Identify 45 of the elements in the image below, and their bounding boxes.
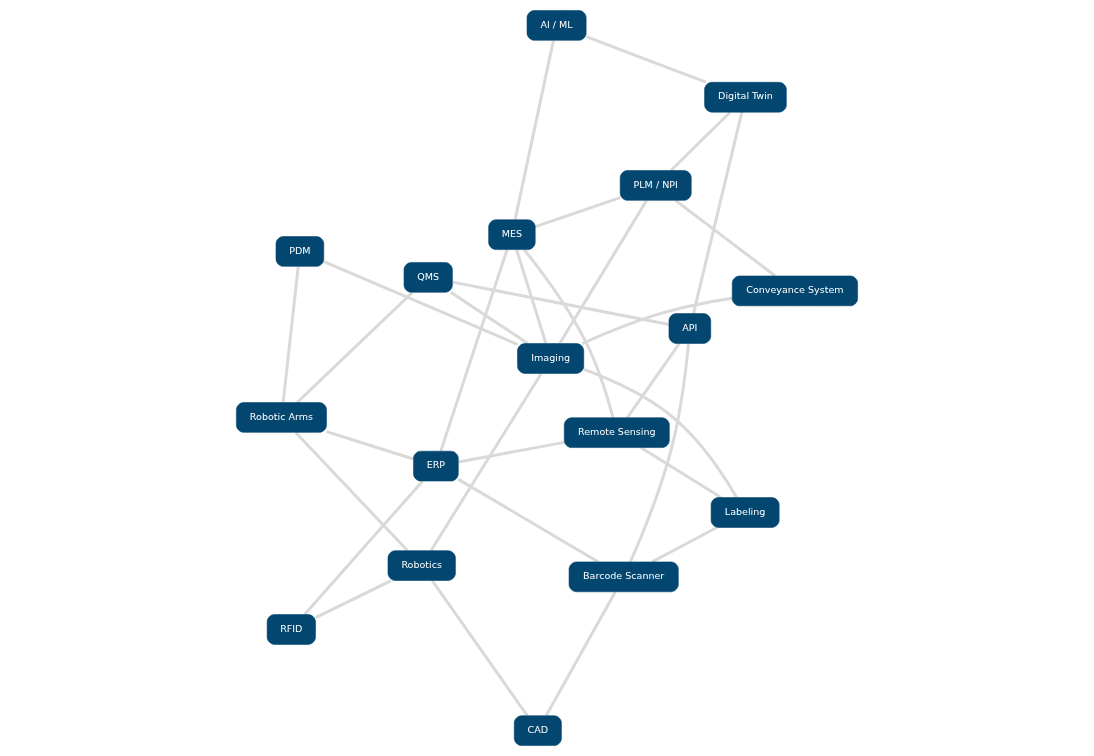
connector xyxy=(323,260,518,346)
connector xyxy=(452,280,670,326)
node-box: PLM / NPI xyxy=(619,170,692,201)
node-box: Barcode Scanner xyxy=(568,561,679,593)
node-box: Conveyance System xyxy=(731,275,858,307)
node-box: ERP xyxy=(413,450,459,482)
connector xyxy=(429,372,543,552)
node-box: Labeling xyxy=(710,497,780,528)
connector xyxy=(523,248,615,419)
connector xyxy=(692,111,744,314)
node-box: API xyxy=(668,313,712,344)
node-box: QMS xyxy=(403,262,453,293)
connector xyxy=(296,291,414,404)
node-box: Digital Twin xyxy=(704,82,787,113)
node-box: MES xyxy=(488,219,536,250)
connector xyxy=(314,579,392,619)
connector xyxy=(674,199,776,277)
connector xyxy=(585,35,707,84)
connector xyxy=(281,266,300,403)
connector xyxy=(458,440,565,464)
connector xyxy=(640,446,722,499)
connector xyxy=(669,111,732,172)
node-box: RFID xyxy=(266,614,316,645)
connector xyxy=(544,591,617,717)
connector xyxy=(431,579,529,717)
connector xyxy=(629,343,690,563)
connector xyxy=(515,249,548,344)
connector xyxy=(294,431,409,552)
node-box: AI / ML xyxy=(526,10,587,41)
connector xyxy=(583,368,739,499)
node-box: PDM xyxy=(275,236,325,267)
node-box: Imaging xyxy=(517,343,585,374)
node-box: Robotics xyxy=(387,550,456,581)
connector xyxy=(303,480,424,616)
connector xyxy=(558,199,648,345)
connector xyxy=(439,249,509,452)
node-box: Remote Sensing xyxy=(563,417,670,448)
node-box: Robotic Arms xyxy=(236,402,327,433)
connector xyxy=(513,40,555,220)
connector xyxy=(450,291,529,345)
connector xyxy=(626,342,681,419)
connector xyxy=(326,430,414,461)
connector xyxy=(581,296,733,345)
node-box: CAD xyxy=(513,715,562,746)
connector xyxy=(534,196,621,229)
